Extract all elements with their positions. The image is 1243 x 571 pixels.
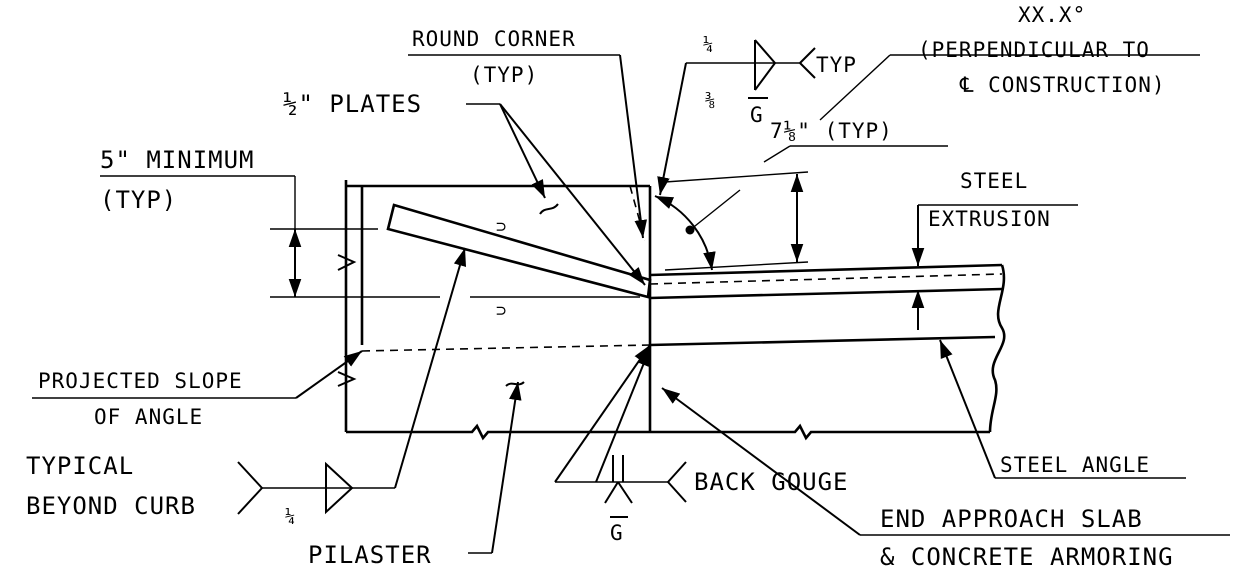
- weld-top-size-lower: ⅜: [705, 91, 715, 111]
- steel-extrusion: [649, 263, 1006, 433]
- back-gouge-label: BACK GOUGE: [694, 468, 849, 496]
- weld-mark-1: ⊃: [496, 217, 506, 237]
- steel-extrusion-label2: EXTRUSION: [928, 207, 1051, 231]
- projected-slope-line: [361, 344, 651, 352]
- typical-weld-leader: [237, 247, 467, 515]
- steel-extrusion-label1: STEEL: [960, 169, 1028, 193]
- min-5-dimension: [100, 175, 640, 298]
- weld-left-size: ¼: [285, 507, 295, 527]
- round-corner-typ-label: (TYP): [470, 63, 538, 87]
- tilde-mark-1: [539, 203, 559, 215]
- beyond-curb-label: BEYOND CURB: [26, 492, 196, 520]
- weld-mark-2: ⊃: [496, 301, 506, 321]
- steel-extrusion-leader: [911, 204, 1078, 330]
- weld-top-g-label: G: [750, 103, 764, 127]
- angle-note-line2: ℄ CONSTRUCTION): [959, 73, 1166, 97]
- steel-angle-label: STEEL ANGLE: [1000, 453, 1150, 477]
- weld-top-size-upper: ¼: [703, 35, 713, 55]
- pilaster-label: PILASTER: [308, 541, 432, 569]
- angle-arc: [654, 54, 1200, 271]
- angle-note-line1: (PERPENDICULAR TO: [918, 38, 1150, 62]
- weld-top-typ-label: TYP: [816, 53, 857, 77]
- plates-label: ½" PLATES: [283, 90, 422, 118]
- projected-slope-label1: PROJECTED SLOPE: [38, 369, 243, 393]
- projected-slope-leader: [32, 350, 363, 399]
- round-corner-leader: [408, 54, 648, 239]
- half-inch-plate: [386, 203, 652, 300]
- typical-label: TYPICAL: [26, 452, 134, 480]
- minimum-label: 5" MINIMUM: [100, 146, 255, 174]
- angle-value-label: XX.X°: [1018, 3, 1086, 27]
- back-gouge-leader: [554, 344, 687, 518]
- steel-angle-leader: [939, 339, 1186, 479]
- end-slab-label1: END APPROACH SLAB: [880, 505, 1143, 533]
- pilaster-leader: [468, 381, 522, 554]
- projected-slope-label2: OF ANGLE: [94, 405, 203, 429]
- tilde-mark-2: [505, 381, 525, 387]
- seven-dim-label: 7⅛" (TYP): [770, 119, 893, 143]
- weld-top-leader: [657, 39, 816, 196]
- minimum-typ-label: (TYP): [100, 186, 177, 214]
- plates-leader: [466, 103, 646, 286]
- weld-bottom-g-label: G: [610, 521, 624, 545]
- end-slab-label2: & CONCRETE ARMORING: [880, 543, 1174, 571]
- end-slab-leader: [661, 387, 1230, 536]
- pilaster-body: [337, 180, 990, 441]
- round-corner-label: ROUND CORNER: [412, 27, 576, 51]
